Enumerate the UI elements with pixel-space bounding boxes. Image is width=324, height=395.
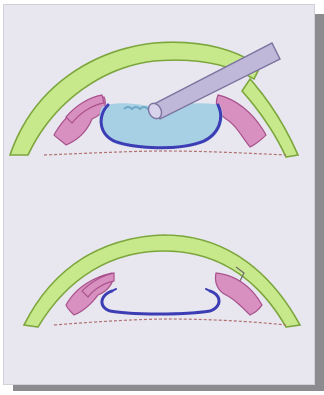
bottom-posterior-membrane [54,319,286,325]
bottom-capsular-bag [102,291,219,314]
bottom-panel [24,235,300,327]
bottom-capsular-bag-rim-right [206,289,210,291]
eye-diagram [4,5,316,386]
top-panel [10,42,298,157]
bottom-capsular-bag-rim-left [112,289,116,291]
top-posterior-membrane [44,151,286,155]
figure-card [3,4,315,385]
